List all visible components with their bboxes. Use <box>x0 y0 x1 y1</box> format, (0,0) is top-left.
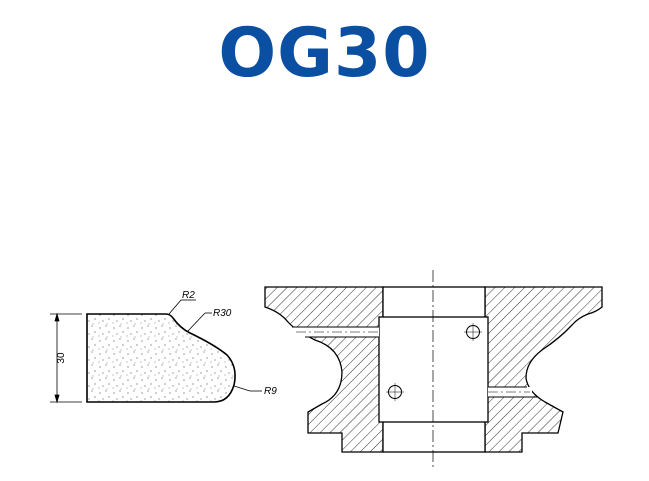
right-body-section <box>484 286 603 453</box>
height-dimension <box>50 312 82 404</box>
profile-shape <box>86 313 236 403</box>
cutter-section-view <box>264 270 603 470</box>
r2-leader <box>168 299 196 315</box>
profile-view: 30 R2 R30 R9 <box>50 290 277 404</box>
screw-hole-lower <box>386 383 404 401</box>
r9-label: R9 <box>264 386 277 397</box>
page-title: OG30 <box>218 14 431 93</box>
r30-leader <box>187 312 212 332</box>
height-dimension-label: 30 <box>56 352 67 364</box>
r30-label: R30 <box>213 308 232 319</box>
screw-hole-upper <box>464 323 482 341</box>
left-body-section <box>264 286 384 453</box>
bushing-sleeve <box>378 316 489 423</box>
r9-leader <box>233 385 262 392</box>
r2-label: R2 <box>182 290 195 301</box>
